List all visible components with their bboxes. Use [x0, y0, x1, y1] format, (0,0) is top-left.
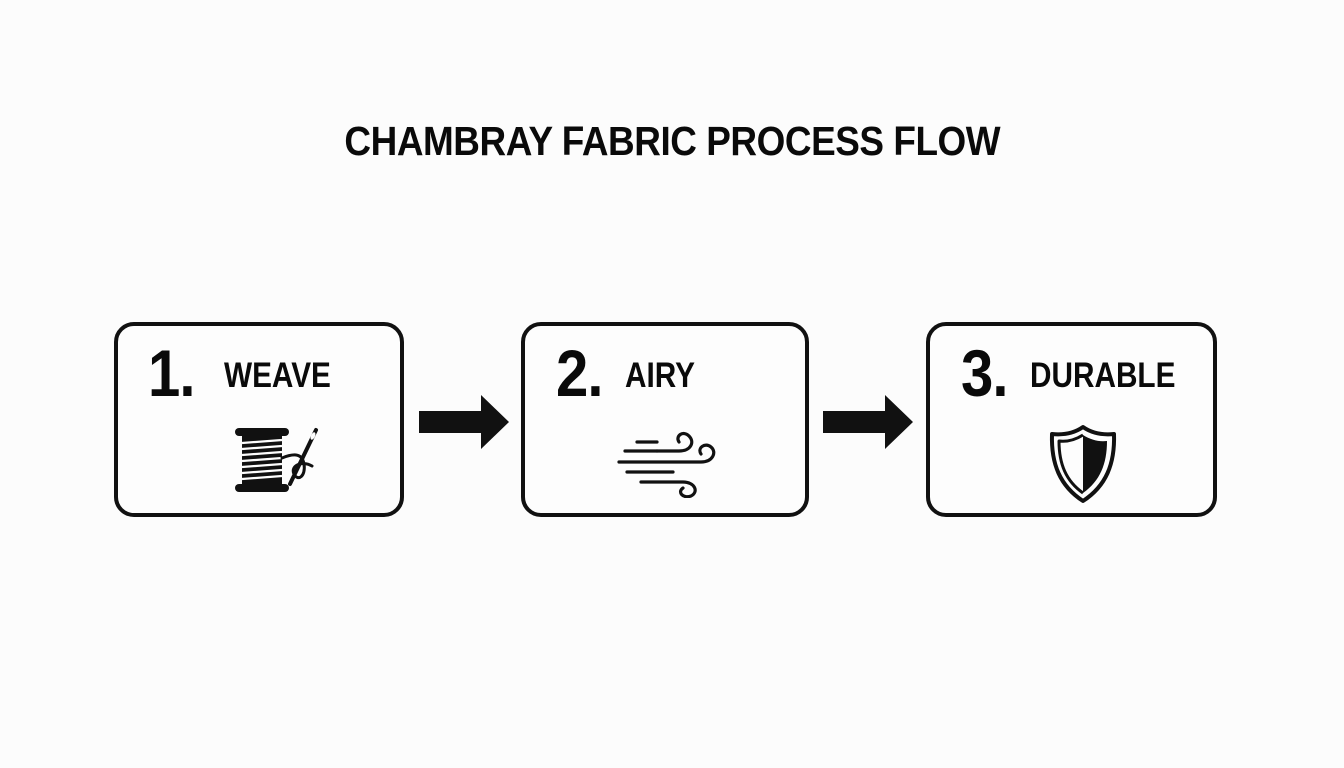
step-number: 2. — [556, 336, 604, 410]
arrow-right-icon — [823, 395, 913, 449]
step-durable: 3. DURABLE — [926, 322, 1217, 517]
diagram-title: CHAMBRAY FABRIC PROCESS FLOW — [344, 118, 1001, 164]
step-label: AIRY — [625, 356, 695, 395]
step-label: DURABLE — [1030, 356, 1176, 395]
step-weave: 1. WEAVE — [114, 322, 404, 517]
wind-icon — [617, 431, 716, 498]
spool-needle-icon — [235, 428, 318, 492]
step-number: 3. — [961, 336, 1009, 410]
step-number: 1. — [148, 336, 196, 410]
arrow-right-icon — [419, 395, 509, 449]
step-airy: 2. AIRY — [521, 322, 809, 517]
shield-icon — [1049, 425, 1117, 503]
step-label: WEAVE — [224, 356, 331, 395]
